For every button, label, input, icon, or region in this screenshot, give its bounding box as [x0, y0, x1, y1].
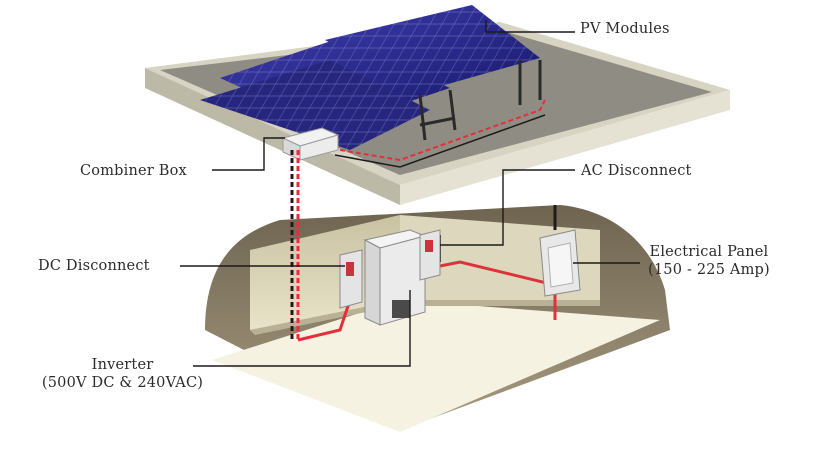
dc-disconnect	[339, 249, 363, 309]
label-electrical-panel: Electrical Panel (150 - 225 Amp)	[648, 243, 770, 279]
ac-disconnect-text: AC Disconnect	[581, 163, 692, 179]
inverter-text: Inverter	[91, 357, 154, 373]
electrical-panel-rating-text: (150 - 225 Amp)	[648, 262, 770, 278]
electrical-panel	[539, 229, 581, 297]
label-combiner-box: Combiner Box	[80, 162, 187, 180]
electrical-panel-text: Electrical Panel	[649, 244, 769, 260]
combiner-box	[281, 127, 340, 161]
inverter-rating-text: (500V DC & 240VAC)	[41, 375, 204, 391]
pv-modules-text: PV Modules	[580, 21, 670, 37]
dc-disconnect-text: DC Disconnect	[38, 258, 150, 274]
combiner-box-text: Combiner Box	[80, 163, 187, 179]
label-inverter: Inverter (500V DC & 240VAC)	[30, 356, 215, 392]
label-ac-disconnect: AC Disconnect	[581, 162, 692, 180]
ac-disconnect	[419, 229, 441, 281]
label-pv-modules: PV Modules	[580, 20, 670, 38]
inverter	[363, 229, 427, 326]
label-dc-disconnect: DC Disconnect	[38, 257, 150, 275]
callout-lines	[180, 20, 640, 367]
